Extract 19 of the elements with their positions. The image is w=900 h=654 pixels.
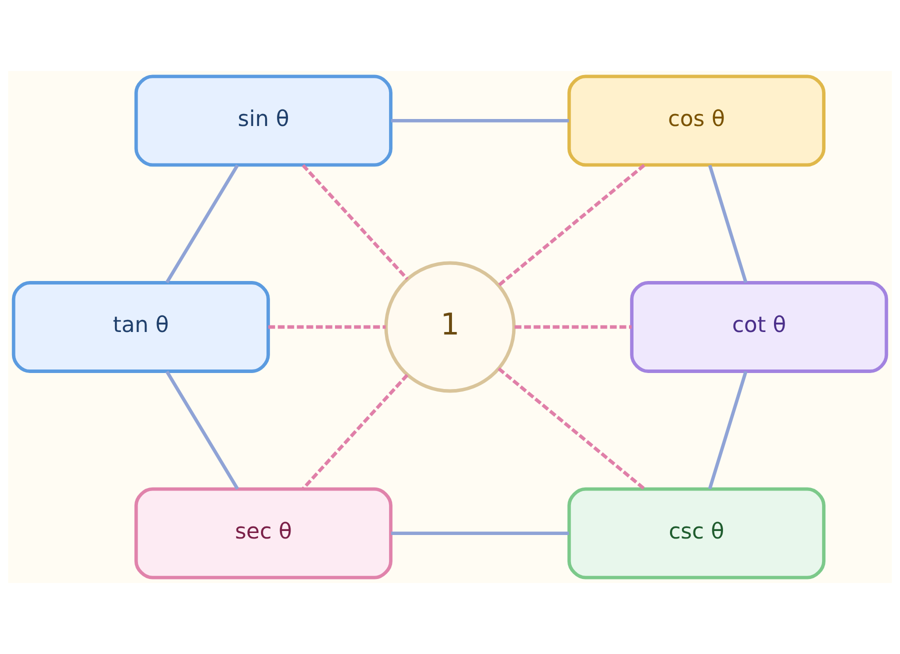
connector bbox=[165, 370, 239, 490]
node-box: cos θ bbox=[567, 74, 826, 167]
connector bbox=[302, 164, 408, 280]
connector bbox=[391, 532, 569, 535]
connector bbox=[302, 374, 408, 490]
node-box: cot θ bbox=[630, 281, 888, 373]
connector bbox=[498, 164, 646, 287]
connector bbox=[498, 367, 646, 490]
connector bbox=[391, 119, 569, 122]
node-box: tan θ bbox=[12, 281, 270, 373]
connector bbox=[708, 371, 748, 490]
node-box: sin θ bbox=[134, 74, 392, 167]
connector bbox=[708, 164, 748, 284]
node-circle: 1 bbox=[384, 261, 516, 393]
node-box: sec θ bbox=[134, 487, 392, 580]
node-box: csc θ bbox=[567, 487, 826, 580]
connector bbox=[514, 325, 632, 329]
connector bbox=[165, 164, 239, 284]
connector bbox=[268, 325, 386, 329]
